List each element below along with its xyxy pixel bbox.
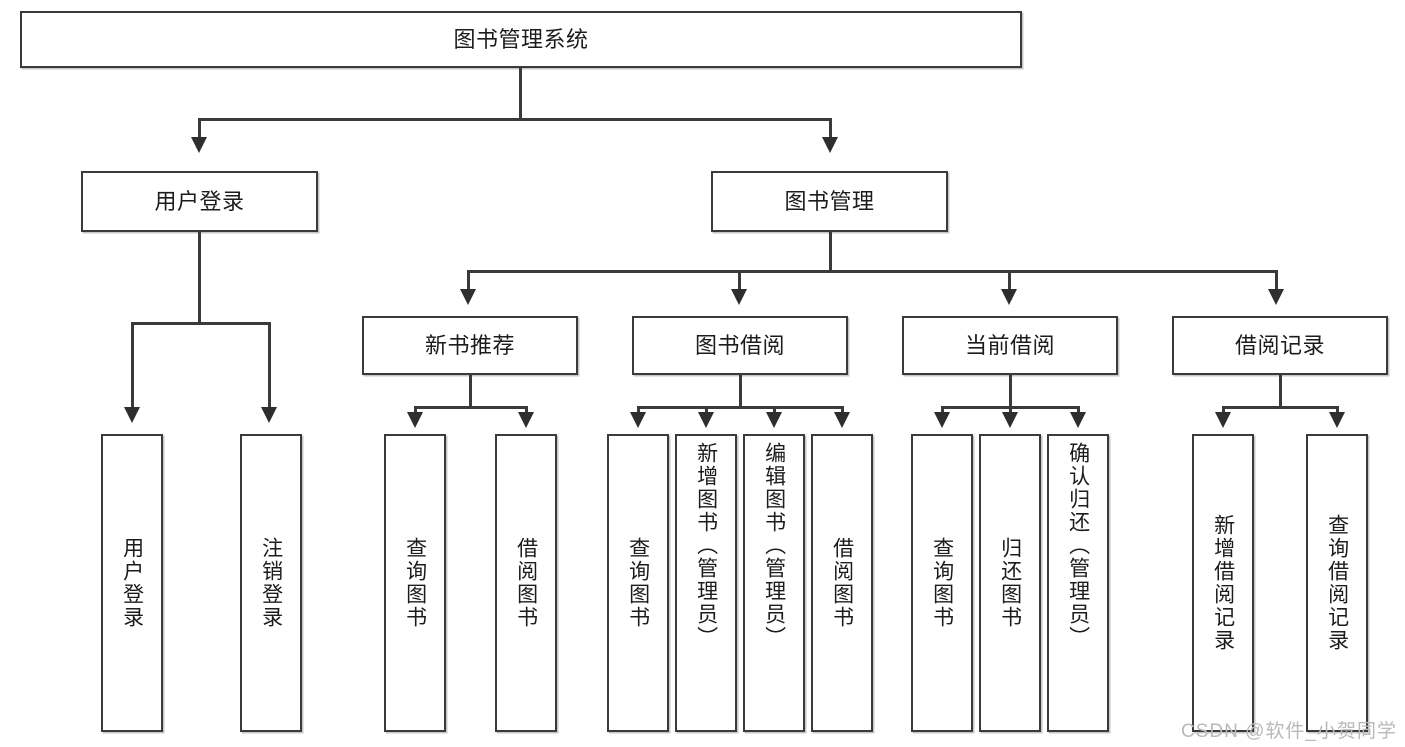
node-user-login[interactable]: 用户登录 — [81, 171, 318, 232]
connector-nbr-leaf2 — [525, 406, 528, 416]
connector-cb-leaf2 — [1009, 406, 1012, 416]
arrowhead-bb-leaf3 — [766, 412, 782, 428]
leaf-return-book[interactable]: 归还图书 — [979, 434, 1041, 732]
leaf-query-book-3-label: 查询图书 — [930, 537, 954, 629]
connector-user-login-bus — [131, 322, 270, 325]
leaf-user-logout-label: 注销登录 — [259, 537, 283, 629]
leaf-borrow-book-1-label: 借阅图书 — [514, 537, 538, 629]
node-book-borrow-label: 图书借阅 — [694, 332, 785, 358]
arrowhead-nbr-leaf2 — [518, 412, 534, 428]
connector-br-stem — [1279, 375, 1282, 408]
node-root-label: 图书管理系统 — [453, 26, 589, 52]
arrowhead-br-leaf2 — [1329, 412, 1345, 428]
arrowhead-root-to-book-management — [822, 137, 838, 153]
leaf-query-book-3[interactable]: 查询图书 — [911, 434, 973, 732]
connector-bb-bus — [637, 406, 843, 409]
connector-bm-to-borrow-record — [1275, 270, 1278, 292]
arrowhead-cb-leaf2 — [1002, 412, 1018, 428]
leaf-edit-book-label: 编辑图书（管理员） — [762, 442, 786, 649]
connector-bm-to-book-borrow — [738, 270, 741, 292]
connector-cb-stem — [1009, 375, 1012, 408]
connector-bb-leaf4 — [841, 406, 844, 416]
arrowhead-cb-leaf3 — [1070, 412, 1086, 428]
connector-nbr-leaf1 — [414, 406, 417, 416]
arrowhead-bm-to-new-book — [460, 289, 476, 305]
connector-nbr-stem — [469, 375, 472, 408]
connector-book-management-bus — [467, 270, 1278, 273]
connector-root-bus — [198, 118, 832, 121]
node-root[interactable]: 图书管理系统 — [20, 11, 1022, 68]
connector-bb-stem — [739, 375, 742, 408]
leaf-user-logout[interactable]: 注销登录 — [240, 434, 302, 732]
connector-br-bus — [1222, 406, 1339, 409]
leaf-query-record[interactable]: 查询借阅记录 — [1306, 434, 1368, 732]
leaf-edit-book[interactable]: 编辑图书（管理员） — [743, 434, 805, 732]
connector-user-login-leaf1 — [131, 322, 134, 410]
leaf-query-book-2-label: 查询图书 — [626, 537, 650, 629]
leaf-borrow-book-2-label: 借阅图书 — [830, 537, 854, 629]
leaf-borrow-book-2[interactable]: 借阅图书 — [811, 434, 873, 732]
connector-cb-leaf1 — [941, 406, 944, 416]
connector-book-management-stem — [829, 232, 832, 272]
arrowhead-root-to-user-login — [191, 137, 207, 153]
node-book-borrow[interactable]: 图书借阅 — [632, 316, 848, 375]
leaf-user-login[interactable]: 用户登录 — [101, 434, 163, 732]
connector-nbr-bus — [414, 406, 528, 409]
connector-cb-leaf3 — [1077, 406, 1080, 416]
connector-root-to-book-management — [829, 118, 832, 140]
connector-bb-leaf1 — [637, 406, 640, 416]
connector-bb-leaf2 — [705, 406, 708, 416]
leaf-query-book-1-label: 查询图书 — [403, 537, 427, 629]
arrowhead-bb-leaf1 — [630, 412, 646, 428]
arrowhead-user-login-leaf2 — [261, 407, 277, 423]
connector-bm-to-current-borrow — [1008, 270, 1011, 292]
node-user-login-label: 用户登录 — [154, 188, 245, 214]
connector-br-leaf1 — [1222, 406, 1225, 416]
arrowhead-nbr-leaf1 — [407, 412, 423, 428]
arrowhead-bm-to-borrow-record — [1268, 289, 1284, 305]
connector-bb-leaf3 — [773, 406, 776, 416]
leaf-confirm-return[interactable]: 确认归还（管理员） — [1047, 434, 1109, 732]
arrowhead-bb-leaf4 — [834, 412, 850, 428]
arrowhead-cb-leaf1 — [934, 412, 950, 428]
leaf-add-record-label: 新增借阅记录 — [1211, 514, 1235, 652]
leaf-query-book-1[interactable]: 查询图书 — [384, 434, 446, 732]
watermark: CSDN @软件_小贺同学 — [1181, 721, 1397, 742]
arrowhead-user-login-leaf1 — [124, 407, 140, 423]
connector-br-leaf2 — [1336, 406, 1339, 416]
node-current-borrow-label: 当前借阅 — [964, 332, 1055, 358]
node-book-management-label: 图书管理 — [784, 188, 875, 214]
leaf-add-book[interactable]: 新增图书（管理员） — [675, 434, 737, 732]
leaf-borrow-book-1[interactable]: 借阅图书 — [495, 434, 557, 732]
connector-bm-to-new-book — [467, 270, 470, 292]
connector-user-login-stem — [198, 232, 201, 324]
arrowhead-bm-to-book-borrow — [731, 289, 747, 305]
connector-user-login-leaf2 — [268, 322, 271, 410]
arrowhead-br-leaf1 — [1215, 412, 1231, 428]
node-new-book-recommend[interactable]: 新书推荐 — [362, 316, 578, 375]
arrowhead-bb-leaf2 — [698, 412, 714, 428]
leaf-user-login-label: 用户登录 — [120, 537, 144, 629]
leaf-add-record[interactable]: 新增借阅记录 — [1192, 434, 1254, 732]
leaf-confirm-return-label: 确认归还（管理员） — [1066, 442, 1090, 649]
connector-root-stem — [519, 68, 522, 120]
leaf-return-book-label: 归还图书 — [998, 537, 1022, 629]
node-current-borrow[interactable]: 当前借阅 — [902, 316, 1118, 375]
node-borrow-record[interactable]: 借阅记录 — [1172, 316, 1388, 375]
arrowhead-bm-to-current-borrow — [1001, 289, 1017, 305]
leaf-query-book-2[interactable]: 查询图书 — [607, 434, 669, 732]
leaf-query-record-label: 查询借阅记录 — [1325, 514, 1349, 652]
node-book-management[interactable]: 图书管理 — [711, 171, 948, 232]
leaf-add-book-label: 新增图书（管理员） — [694, 442, 718, 649]
node-borrow-record-label: 借阅记录 — [1234, 332, 1325, 358]
node-new-book-recommend-label: 新书推荐 — [424, 332, 515, 358]
connector-root-to-user-login — [198, 118, 201, 140]
